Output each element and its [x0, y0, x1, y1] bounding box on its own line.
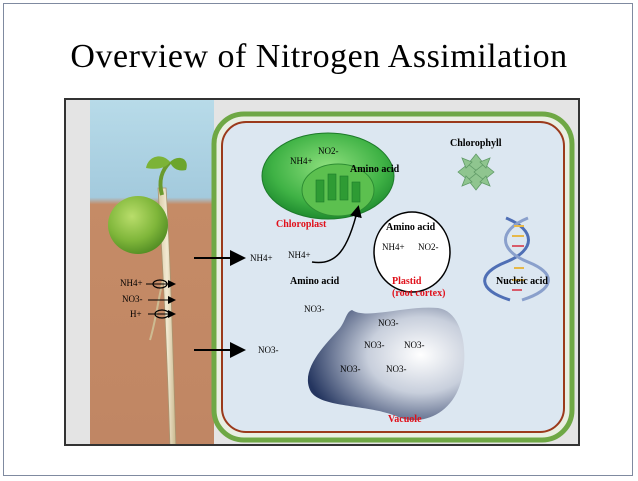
root-hair: [149, 279, 164, 341]
cell-ammonium-a: NH4+: [250, 253, 273, 263]
chlorophyll-molecule: [457, 153, 495, 191]
arrow-to-chloroplast: [311, 205, 362, 264]
chloroplast-ammonium: NH4+: [290, 156, 313, 166]
root-ammonium: NH4+: [120, 278, 143, 288]
soil-background: [90, 100, 214, 444]
vacuole-nitrate-1: NO3-: [378, 318, 399, 328]
vacuole-label: Vacuole: [388, 414, 422, 425]
cell-ammonium-b: NH4+: [288, 250, 311, 260]
vacuole: [307, 307, 465, 421]
cell-nitrate-a: NO3-: [304, 304, 325, 314]
plastid-label: Plastid: [392, 276, 422, 287]
cell-nitrate-b: NO3-: [258, 345, 279, 355]
vacuole-nitrate-2: NO3-: [364, 340, 385, 350]
root-cortex-label: (root cortex): [392, 288, 446, 299]
vacuole-nitrate-4: NO3-: [340, 364, 361, 374]
chloroplast-interior: [301, 163, 375, 217]
dna-molecule: [483, 216, 550, 302]
diagram-panel: NH4+ NO2- Amino acid Chloroplast Chlorop…: [64, 98, 580, 446]
cell-amino-acid: Amino acid: [290, 276, 340, 287]
root-nitrate: NO3-: [122, 294, 143, 304]
thylakoid-stacks: [315, 173, 361, 203]
vacuole-nitrate-5: NO3-: [386, 364, 407, 374]
plastid-amino-acid: Amino acid: [386, 222, 436, 233]
leaf-right: [170, 157, 187, 171]
plastid-ammonium: NH4+: [382, 242, 405, 252]
nucleic-acid-label: Nucleic acid: [496, 276, 548, 287]
chloroplast-nitrite: NO2-: [318, 146, 339, 156]
chlorophyll-label: Chlorophyll: [450, 138, 502, 149]
chloroplast-amino-acid: Amino acid: [350, 164, 400, 175]
chloroplast-label: Chloroplast: [276, 219, 327, 230]
root: [157, 187, 177, 444]
leaf-left: [146, 156, 170, 169]
vacuole-nitrate-3: NO3-: [404, 340, 425, 350]
slide-title: Overview of Nitrogen Assimilation: [70, 38, 568, 75]
plastid: [373, 211, 451, 293]
seed: [108, 196, 168, 254]
plastid-nitrite: NO2-: [418, 242, 439, 252]
root-proton: H+: [130, 309, 142, 319]
diagram-canvas: [90, 100, 575, 444]
